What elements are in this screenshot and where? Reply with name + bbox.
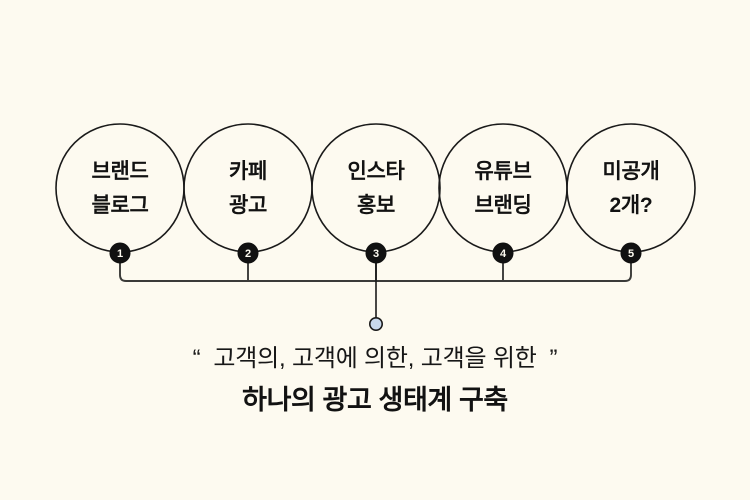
node-label-line2-2: 광고 xyxy=(229,194,267,217)
node-circle-1 xyxy=(55,123,185,253)
node-label-line2-4: 브랜딩 xyxy=(474,194,531,217)
node-label-line2-1: 블로그 xyxy=(91,194,148,217)
node-circle-4 xyxy=(438,123,568,253)
node-badge-3[interactable] xyxy=(365,242,387,264)
node-label-line1-5: 미공개 xyxy=(602,160,659,183)
node-circle-2 xyxy=(183,123,313,253)
caption-line-1: “ 고객의, 고객에 의한, 고객을 위한 ” xyxy=(192,345,558,372)
connector-group xyxy=(119,261,632,331)
node-badge-4[interactable] xyxy=(492,242,514,264)
endpoint-dot xyxy=(368,316,383,331)
node-badge-5[interactable] xyxy=(620,242,642,264)
node-label-line1-2: 카페 xyxy=(229,160,267,183)
node-label-line2-3: 홍보 xyxy=(357,194,395,217)
node-label-line1-1: 브랜드 xyxy=(91,160,148,183)
node-badge-number-5: 5 xyxy=(628,248,634,260)
node-badge-number-4: 4 xyxy=(500,248,507,260)
caption-line-2: 하나의 광고 생태계 구축 xyxy=(242,385,508,415)
node-badge-2[interactable] xyxy=(237,242,259,264)
node-badge-number-1: 1 xyxy=(117,248,123,260)
node-5[interactable]: 미공개 2개? 5 xyxy=(566,123,696,264)
node-badge-number-2: 2 xyxy=(245,248,251,260)
caption-block: “ 고객의, 고객에 의한, 고객을 위한 ” 하나의 광고 생태계 구축 xyxy=(0,342,750,419)
node-badge-number-3: 3 xyxy=(373,248,379,260)
node-label-line2-5: 2개? xyxy=(610,194,653,217)
node-label-line1-4: 유튜브 xyxy=(474,160,531,183)
node-circle-3 xyxy=(311,123,441,253)
node-circle-5 xyxy=(566,123,696,253)
node-badge-1[interactable] xyxy=(109,242,131,264)
node-label-line1-3: 인스타 xyxy=(347,160,405,183)
